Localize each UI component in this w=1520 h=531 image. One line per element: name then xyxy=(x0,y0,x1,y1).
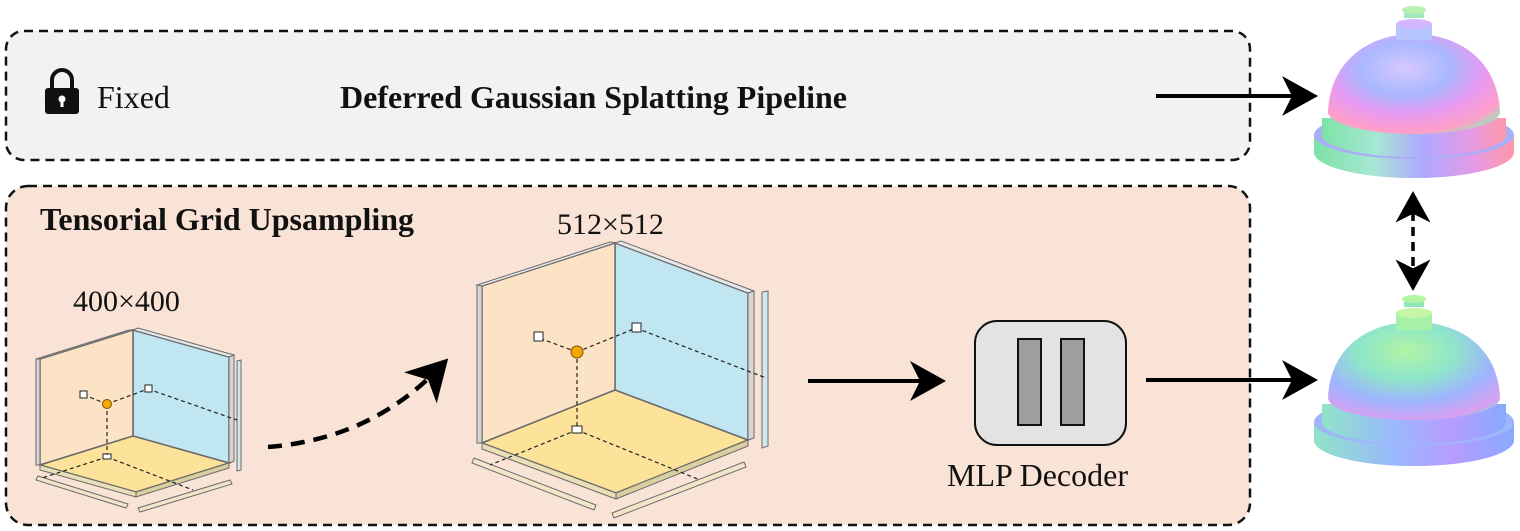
mlp-layer-1 xyxy=(1017,338,1042,426)
bell-normal-map-render-upsampled xyxy=(1314,295,1514,466)
mlp-box xyxy=(974,320,1127,446)
mlp-layer-2 xyxy=(1060,338,1085,426)
upsampling-title: Tensorial Grid Upsampling xyxy=(40,201,414,237)
pipeline-title: Deferred Gaussian Splatting Pipeline xyxy=(340,79,847,115)
large-tensorial-grid xyxy=(471,240,769,519)
mlp-decoder-label: MLP Decoder xyxy=(947,457,1128,493)
large-sample-point xyxy=(570,345,584,359)
bell-normal-map-render xyxy=(1314,6,1514,178)
small-tensorial-grid xyxy=(35,327,242,513)
lock-icon xyxy=(45,68,79,114)
upsampling-panel: Tensorial Grid Upsampling 400×400 512×51… xyxy=(4,184,1252,527)
lock-label: Fixed xyxy=(97,79,170,115)
upsample-arrow xyxy=(267,358,449,450)
small-sample-point xyxy=(102,399,112,409)
small-grid-label: 400×400 xyxy=(73,285,180,318)
large-grid-label: 512×512 xyxy=(557,208,664,241)
mlp-decoder: MLP Decoder xyxy=(947,320,1128,493)
fixed-pipeline-panel: Fixed Deferred Gaussian Splatting Pipeli… xyxy=(4,29,1252,162)
